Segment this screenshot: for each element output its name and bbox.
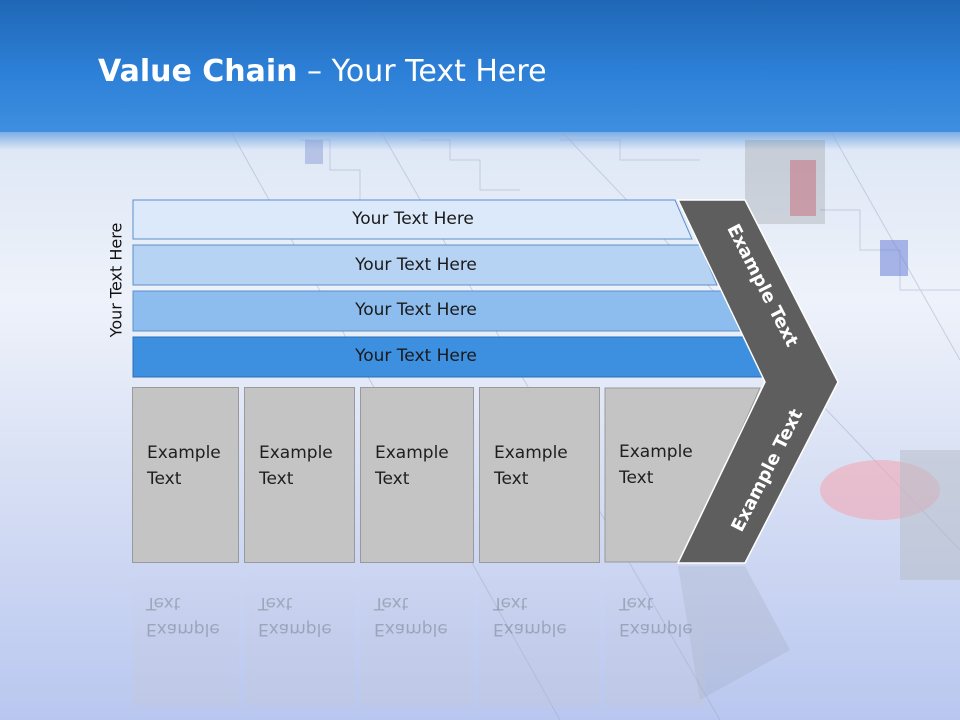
bar-3-text: Your Text Here [355,300,477,320]
bar-4: Your Text Here [133,337,699,375]
bar-2: Your Text Here [133,246,699,284]
bar-1-text: Your Text Here [352,209,474,229]
bar-2-shape [132,244,718,286]
title-rest: – Your Text Here [297,54,547,89]
chevron-reflection [678,566,790,700]
bar-4-text: Your Text Here [355,346,477,366]
title-bold: Value Chain [98,54,298,89]
title-banner [0,0,960,132]
bar-1: Your Text Here [133,200,693,238]
bar-1-shape [132,199,693,240]
bar-2-text: Your Text Here [355,255,477,275]
background-chart-decoration [229,130,960,720]
bar-3: Your Text Here [133,291,699,329]
slide-title: Value Chain – Your Text Here [98,54,547,89]
chevron-shape [676,199,839,564]
